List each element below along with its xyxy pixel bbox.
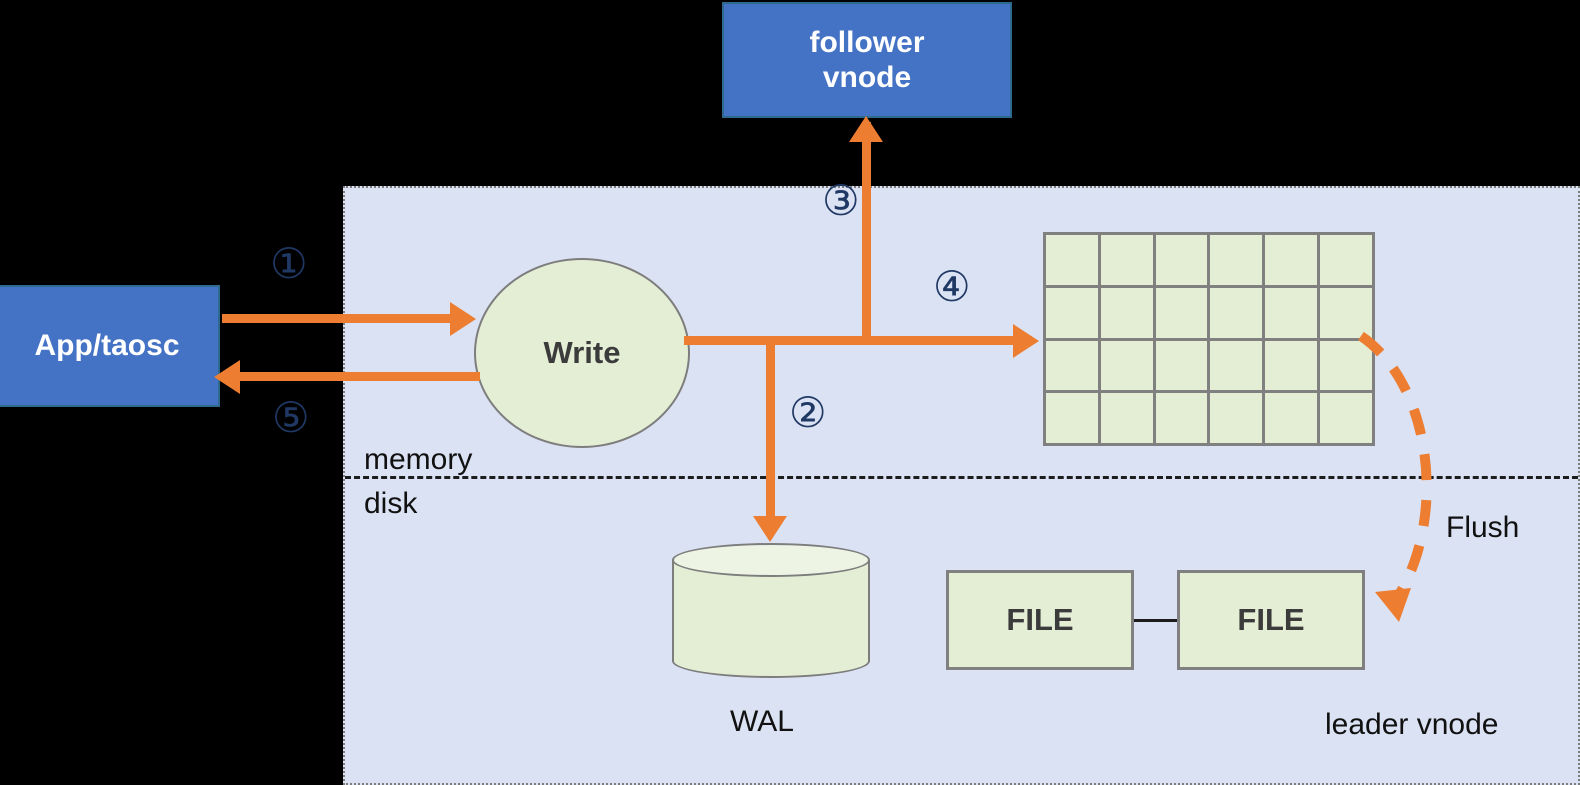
write-node-label: Write <box>543 335 621 370</box>
write-node[interactable]: Write <box>474 258 690 448</box>
memtable-cell <box>1046 235 1098 285</box>
arrowhead-to-wal <box>753 516 787 542</box>
memtable-cell <box>1155 235 1208 285</box>
connector-write-to-wal <box>766 340 775 534</box>
connector-app-to-write <box>222 314 460 323</box>
memtable-cell <box>1046 287 1098 338</box>
file-node-right-label: FILE <box>1237 602 1305 637</box>
memtable-cell <box>1210 287 1263 338</box>
step-marker-5: ⑤ <box>272 394 310 441</box>
app-taosc-label: App/taosc <box>34 329 180 363</box>
memory-label: memory <box>364 443 473 476</box>
arrowhead-to-app <box>214 360 240 394</box>
step-marker-1: ① <box>270 240 308 287</box>
arrowhead-to-memtable <box>1013 324 1039 358</box>
file-node-left[interactable]: FILE <box>946 570 1134 670</box>
memtable-cell <box>1155 287 1208 338</box>
wal-cylinder-mask <box>674 641 868 661</box>
connector-write-to-memtable <box>684 336 1032 345</box>
memtable-cell <box>1210 340 1263 391</box>
step-marker-4: ④ <box>933 263 971 310</box>
memtable-cell <box>1046 393 1098 443</box>
memtable-cell <box>1265 287 1318 338</box>
memtable-cell <box>1210 393 1263 443</box>
follower-vnode-label-line1: follower <box>809 25 925 59</box>
step-marker-3: ③ <box>822 177 860 224</box>
memtable-cell <box>1210 235 1263 285</box>
memtable-cell <box>1265 235 1318 285</box>
flush-dashed-arrow <box>1358 331 1432 622</box>
memtable-cell <box>1320 340 1372 391</box>
wal-cylinder-top <box>672 543 870 577</box>
follower-vnode-label-line2: vnode <box>822 61 912 94</box>
memtable-cell <box>1320 393 1372 443</box>
follower-vnode-node[interactable]: follower vnode <box>722 2 1012 118</box>
arrowhead-to-follower <box>849 116 883 142</box>
memtable-cell <box>1100 235 1153 285</box>
memtable-cell <box>1100 340 1153 391</box>
memtable-cell <box>1100 287 1153 338</box>
memory-disk-divider <box>345 476 1578 479</box>
memtable-cell <box>1320 287 1372 338</box>
memtable-cell <box>1265 393 1318 443</box>
wal-cylinder <box>672 543 870 678</box>
memtable-cell <box>1100 393 1153 443</box>
memtable-cell <box>1265 340 1318 391</box>
connector-write-to-follower <box>862 122 871 341</box>
arrowhead-to-write <box>450 302 476 336</box>
file-link-connector <box>1134 619 1179 622</box>
memtable-cell <box>1046 340 1098 391</box>
flush-label: Flush <box>1446 511 1520 544</box>
wal-label: WAL <box>730 705 794 738</box>
step-marker-2: ② <box>789 389 827 436</box>
file-node-left-label: FILE <box>1006 602 1074 637</box>
leader-vnode-label: leader vnode <box>1325 708 1499 741</box>
memtable-cell <box>1155 393 1208 443</box>
file-node-right[interactable]: FILE <box>1177 570 1365 670</box>
disk-label: disk <box>364 487 418 520</box>
app-taosc-node[interactable]: App/taosc <box>0 285 220 407</box>
memtable-cell <box>1320 235 1372 285</box>
connector-write-to-app <box>228 372 480 381</box>
memtable-cell <box>1155 340 1208 391</box>
memtable-grid <box>1043 232 1375 446</box>
